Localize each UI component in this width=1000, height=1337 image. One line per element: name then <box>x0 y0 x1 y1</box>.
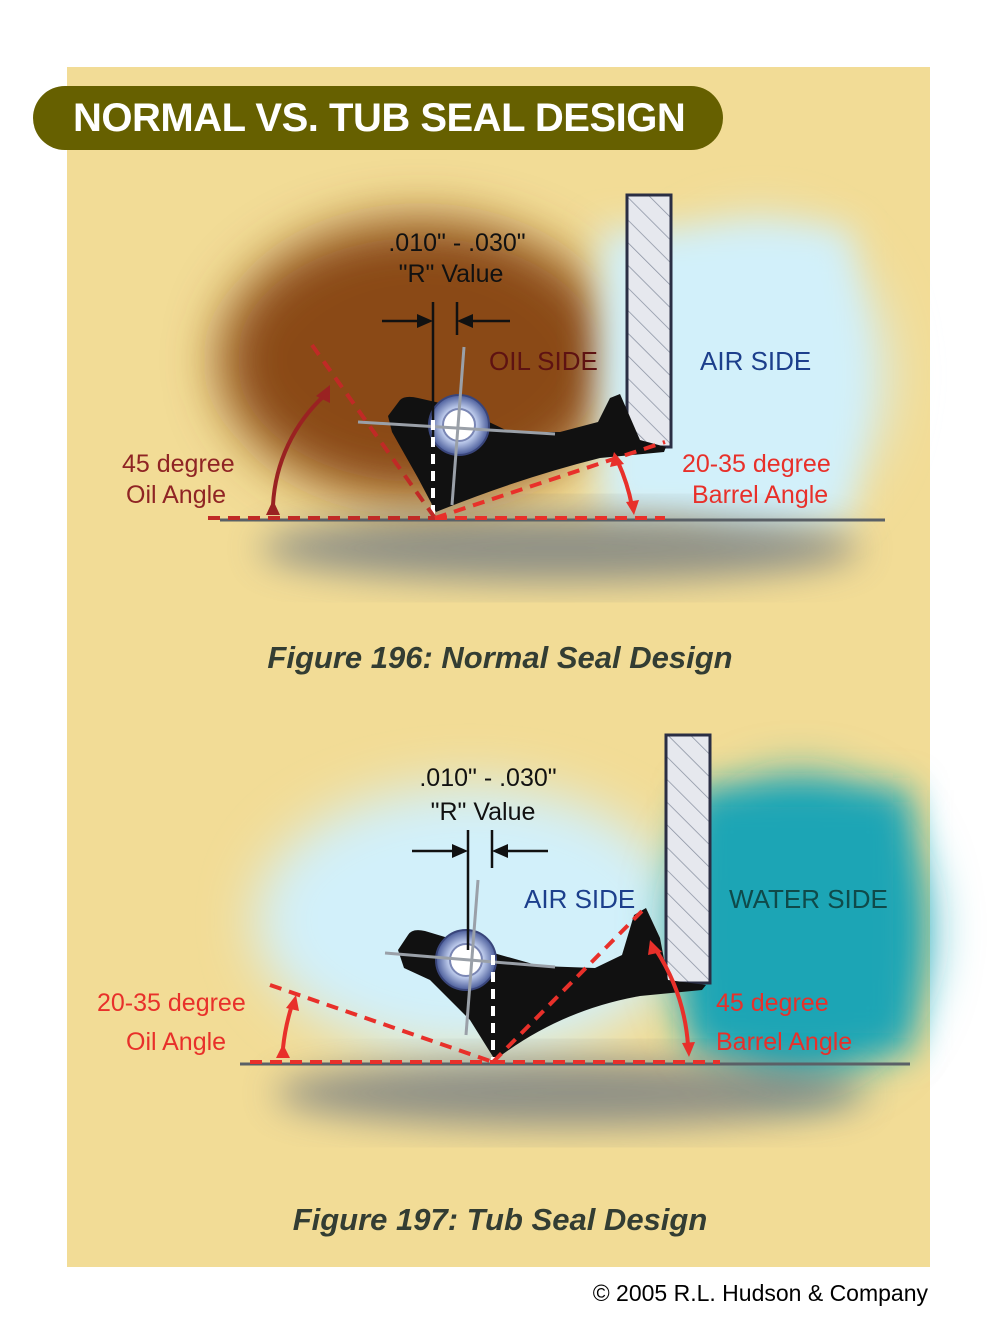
figure-196-caption: Figure 196: Normal Seal Design <box>267 640 733 675</box>
oil-side-zone <box>220 220 620 500</box>
shaft-shadow <box>275 1059 865 1127</box>
barrel-angle-label-line2: Barrel Angle <box>716 1028 852 1056</box>
r-value-range: .010" - .030" <box>419 764 556 792</box>
barrel-angle-lines <box>434 440 666 520</box>
barrel-angle-arc-arrow <box>648 940 695 1057</box>
barrel-angle-label-line2: Barrel Angle <box>692 481 828 509</box>
oil-angle-lines <box>208 343 437 520</box>
oil-side-label: OIL SIDE <box>489 346 598 376</box>
oil-angle-lines <box>250 983 494 1064</box>
air-side-label: AIR SIDE <box>700 346 811 376</box>
barrel-angle-lines <box>491 906 720 1064</box>
oil-angle-label-line1: 45 degree <box>122 450 235 478</box>
copyright-notice: © 2005 R.L. Hudson & Company <box>592 1280 928 1306</box>
housing-wall <box>664 733 712 985</box>
page-title: NORMAL VS. TUB SEAL DESIGN <box>33 86 723 150</box>
air-side-label: AIR SIDE <box>524 884 635 914</box>
barrel-angle-arc-arrow <box>610 452 639 515</box>
normal-seal-diagram: .010" - .030" "R" Value OIL SIDE AIR SID… <box>122 193 885 582</box>
crosshair-lines <box>357 346 556 506</box>
water-side-zone <box>675 780 925 1080</box>
oil-angle-label-line1: 20-35 degree <box>97 989 246 1017</box>
figure-197-caption: Figure 197: Tub Seal Design <box>292 1202 708 1237</box>
r-value-label: "R" Value <box>431 798 536 826</box>
r-value-dimension <box>412 830 548 950</box>
barrel-angle-label-line1: 45 degree <box>716 989 829 1017</box>
water-side-label: WATER SIDE <box>729 884 888 914</box>
shaft-shadow <box>260 514 860 582</box>
housing-wall <box>625 193 673 449</box>
oil-angle-arc-arrow <box>276 995 299 1058</box>
oil-angle-label-line2: Oil Angle <box>126 481 226 509</box>
r-value-range: .010" - .030" <box>388 229 525 257</box>
oil-angle-label-line2: Oil Angle <box>126 1028 226 1056</box>
seal-lip <box>398 908 706 1060</box>
r-value-dimension <box>382 302 510 520</box>
oil-angle-arc-arrow <box>266 385 330 515</box>
tub-seal-diagram: .010" - .030" "R" Value AIR SIDE WATER S… <box>97 733 925 1127</box>
r-value-label: "R" Value <box>399 260 504 288</box>
crosshair-lines <box>384 879 556 1036</box>
barrel-angle-label-line1: 20-35 degree <box>682 450 831 478</box>
